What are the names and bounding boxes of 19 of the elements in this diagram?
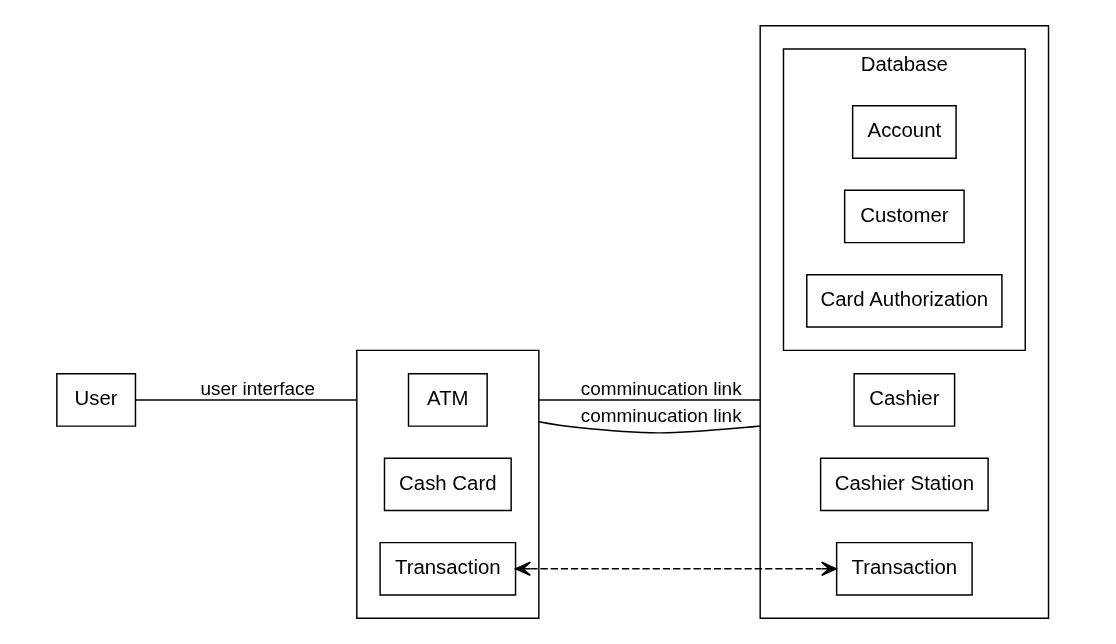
- connector: [134, 399, 358, 401]
- cluster: [758, 24, 1049, 620]
- node-box: Cashier: [852, 372, 955, 427]
- node-box: User: [55, 372, 136, 427]
- node-box: Cashier Station: [819, 457, 989, 512]
- connector: [537, 399, 761, 401]
- node-box: Transaction: [835, 541, 973, 596]
- node-box: Card Authorization: [805, 273, 1003, 328]
- node-box: ATM: [407, 372, 488, 427]
- cluster: [355, 349, 540, 620]
- node-box: Cash Card: [383, 457, 512, 512]
- edge-label: comminucation link: [580, 405, 742, 427]
- node-box: Transaction: [378, 541, 516, 596]
- edge-label: comminucation link: [580, 377, 742, 399]
- arrow: [514, 561, 837, 577]
- edge-label: user interface: [199, 377, 315, 399]
- node-box: Customer: [843, 189, 965, 244]
- node-box: Account: [851, 105, 957, 159]
- connector: [537, 420, 761, 434]
